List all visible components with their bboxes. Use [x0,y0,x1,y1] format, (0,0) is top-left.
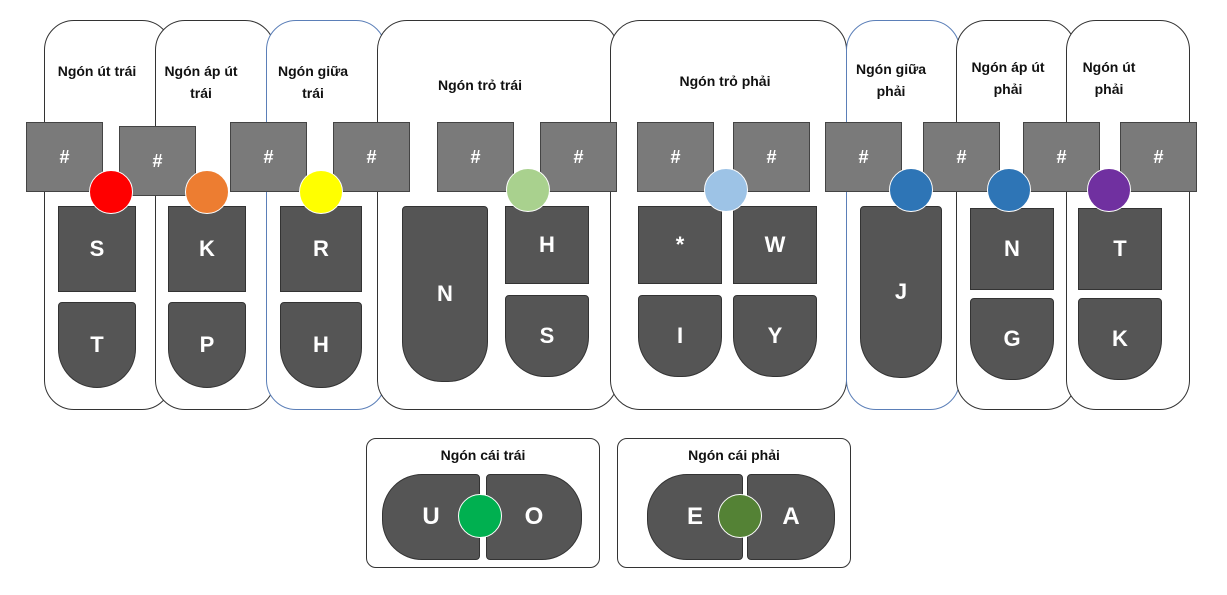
key-g-right[interactable]: G [970,298,1054,380]
number-key[interactable]: # [437,122,514,192]
right-middle-dot [889,168,933,212]
label-right-ring: Ngón áp út phải [971,59,1045,97]
key-k-left[interactable]: K [168,206,246,292]
key-t-right[interactable]: T [1078,208,1162,290]
key-w-right[interactable]: W [733,206,817,284]
key-h-left[interactable]: H [280,302,362,388]
number-key[interactable]: # [230,122,307,192]
label-left-index: Ngón trỏ trái [438,77,522,93]
label-left-ring: Ngón áp út trái [164,63,238,101]
left-index-dot [506,168,550,212]
key-s-index-left[interactable]: S [505,295,589,377]
left-middle-dot [299,170,343,214]
label-right-pinky: Ngón út phải [1082,59,1136,97]
number-key[interactable]: # [637,122,714,192]
key-t-left[interactable]: T [58,302,136,388]
number-key[interactable]: # [540,122,617,192]
number-key[interactable]: # [825,122,902,192]
number-key[interactable]: # [333,122,410,192]
key-o-thumb[interactable]: O [486,474,582,560]
key-i-right[interactable]: I [638,295,722,377]
key-s-left[interactable]: S [58,206,136,292]
key-h-index-left[interactable]: H [505,206,589,284]
key-asterisk[interactable]: * [638,206,722,284]
key-p-left[interactable]: P [168,302,246,388]
number-key[interactable]: # [26,122,103,192]
key-k-right[interactable]: K [1078,298,1162,380]
label-left-thumb: Ngón cái trái [440,447,526,463]
number-key[interactable]: # [1023,122,1100,192]
left-pinky-dot [89,170,133,214]
label-left-middle: Ngón giữa trái [277,63,349,101]
label-right-middle: Ngón giữa phải [855,61,927,99]
key-n-left[interactable]: N [402,206,488,382]
key-r-left[interactable]: R [280,206,362,292]
right-pinky-dot [1087,168,1131,212]
left-thumb-dot [458,494,502,538]
left-ring-dot [185,170,229,214]
key-n-right[interactable]: N [970,208,1054,290]
key-j-right[interactable]: J [860,206,942,378]
label-right-thumb: Ngón cái phải [688,447,780,463]
right-index-dot [704,168,748,212]
number-key[interactable]: # [1120,122,1197,192]
label-left-pinky: Ngón út trái [57,63,137,79]
key-y-right[interactable]: Y [733,295,817,377]
right-ring-dot [987,168,1031,212]
right-thumb-dot [718,494,762,538]
label-right-index: Ngón trỏ phải [679,73,771,89]
number-key[interactable]: # [923,122,1000,192]
